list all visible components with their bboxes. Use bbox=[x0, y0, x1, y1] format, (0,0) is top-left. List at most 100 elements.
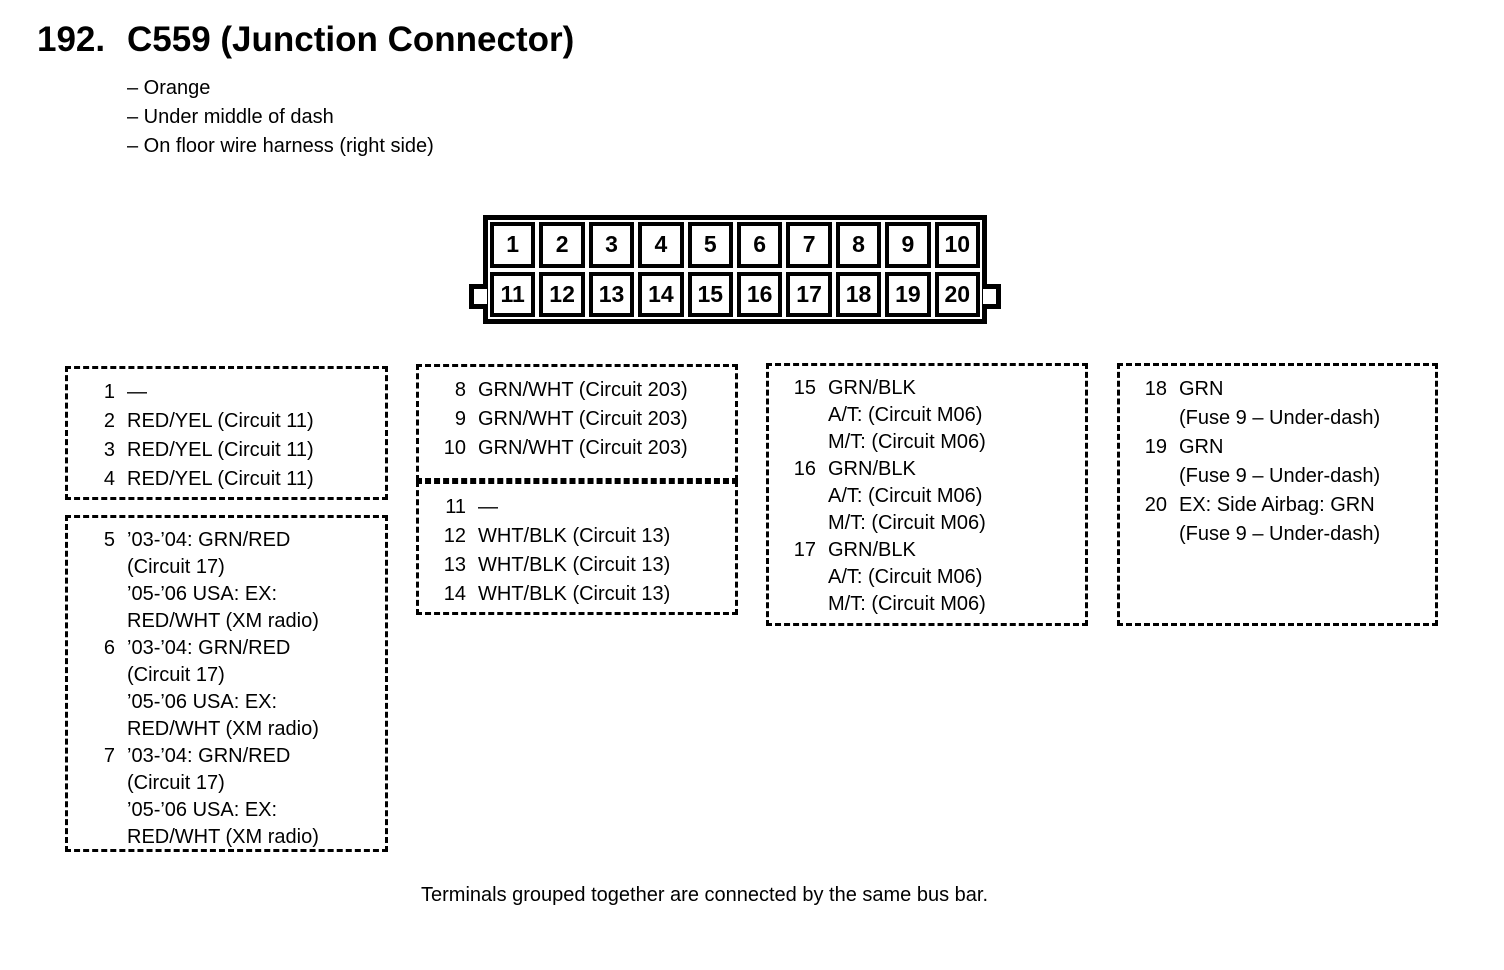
pin-wire-line: (Circuit 17) bbox=[127, 772, 225, 794]
pin-wire-line: RED/YEL (Circuit 11) bbox=[127, 439, 314, 461]
connector-pin-19: 19 bbox=[885, 271, 931, 317]
pin-row: 1— bbox=[81, 378, 381, 407]
pin-wire-line: (Circuit 17) bbox=[127, 556, 225, 578]
pin-number: 13 bbox=[443, 554, 466, 576]
pin-row: 2 RED/YEL (Circuit 11) bbox=[81, 407, 381, 436]
pin-wire-line: ’05-’06 USA: EX: bbox=[127, 691, 278, 713]
pin-description: — bbox=[478, 493, 731, 522]
pin-wire-line: M/T: (Circuit M06) bbox=[828, 431, 986, 453]
pin-description: GRN/WHT (Circuit 203) bbox=[478, 405, 731, 434]
connector-pin-14: 14 bbox=[638, 271, 684, 317]
pin-row: 12 WHT/BLK (Circuit 13) bbox=[432, 522, 731, 551]
pin-number: 6 bbox=[103, 637, 115, 659]
pin-wire-line: WHT/BLK (Circuit 13) bbox=[478, 525, 671, 547]
pin-number: 5 bbox=[103, 529, 115, 551]
pin-row: 7 ’03-’04: GRN/RED (Circuit 17) ’05-’06 USA… bbox=[81, 743, 381, 851]
pin-number: 9 bbox=[454, 408, 466, 430]
pin-description: WHT/BLK (Circuit 13) bbox=[478, 522, 731, 551]
note-color: – Orange bbox=[127, 77, 211, 99]
connector-pin-8: 8 bbox=[835, 222, 882, 268]
pin-number: 3 bbox=[103, 439, 115, 461]
pin-wire-line: RED/YEL (Circuit 11) bbox=[127, 468, 314, 490]
pin-number: 19 bbox=[1144, 436, 1167, 458]
pin-wire-line: A/T: (Circuit M06) bbox=[828, 566, 983, 588]
pin-wire-line: ’05-’06 USA: EX: bbox=[127, 799, 278, 821]
pin-description: GRN/BLK A/T: (Circuit M06) M/T: (Circuit M… bbox=[828, 537, 1081, 618]
connector-pin-7: 7 bbox=[786, 222, 832, 268]
pin-description: GRN (Fuse 9 – Under-dash) bbox=[1179, 375, 1431, 433]
connector-pin-6: 6 bbox=[737, 222, 783, 268]
connector-pin-2: 2 bbox=[539, 222, 585, 268]
pin-description: RED/YEL (Circuit 11) bbox=[127, 436, 381, 465]
pin-wire-line: M/T: (Circuit M06) bbox=[828, 593, 986, 615]
pin-wire-line: WHT/BLK (Circuit 13) bbox=[478, 583, 671, 605]
pin-wire-line: GRN/WHT (Circuit 203) bbox=[478, 437, 688, 459]
pin-number: 11 bbox=[445, 496, 466, 518]
pin-number: 12 bbox=[443, 525, 466, 547]
connector-pin-20: 20 bbox=[934, 271, 980, 317]
pin-wire-line: GRN bbox=[1179, 436, 1224, 458]
pin-row: 10 GRN/WHT (Circuit 203) bbox=[432, 434, 731, 463]
pin-wire-line: A/T: (Circuit M06) bbox=[828, 404, 983, 426]
pin-wire-line: (Fuse 9 – Under-dash) bbox=[1179, 465, 1381, 487]
pin-number: 15 bbox=[793, 377, 816, 399]
pin-wire-line: RED/WHT (XM radio) bbox=[127, 826, 319, 848]
pin-number: 1 bbox=[103, 381, 115, 403]
page-title: C559 (Junction Connector) bbox=[127, 20, 575, 59]
pin-wire-line: GRN/BLK bbox=[828, 539, 916, 561]
connector-pin-18: 18 bbox=[835, 271, 882, 317]
pin-description: GRN/WHT (Circuit 203) bbox=[478, 376, 731, 405]
pin-row: 11 — bbox=[432, 493, 731, 522]
connector-notes: – Orange – Under middle of dash – On flo… bbox=[127, 74, 434, 161]
section-number: 192. bbox=[37, 20, 106, 59]
connector-pin-1: 1 bbox=[490, 222, 536, 268]
connector-pin-11: 11 bbox=[490, 271, 536, 317]
pin-number: 2 bbox=[103, 410, 115, 432]
pin-wire-line: EX: Side Airbag: GRN bbox=[1179, 494, 1375, 516]
pin-description: EX: Side Airbag: GRN(Fuse 9 – Under-dash… bbox=[1179, 491, 1431, 549]
pin-wire-line: RED/YEL (Circuit 11) bbox=[127, 410, 314, 432]
pin-number: 7 bbox=[103, 745, 115, 767]
pin-description: WHT/BLK (Circuit 13) bbox=[478, 580, 731, 609]
pin-wire-line: (Circuit 17) bbox=[127, 664, 225, 686]
connector-pin-17: 17 bbox=[786, 271, 832, 317]
pin-wire-line: (Fuse 9 – Under-dash) bbox=[1179, 407, 1381, 429]
connector-pin-9: 9 bbox=[885, 222, 931, 268]
pin-number: 18 bbox=[1144, 378, 1167, 400]
pin-wire-line: GRN bbox=[1179, 378, 1224, 400]
pin-wire-line: GRN/BLK bbox=[828, 458, 916, 480]
connector-pin-4: 4 bbox=[638, 222, 684, 268]
pin-number: 4 bbox=[103, 468, 115, 490]
connector-right-tab bbox=[983, 284, 1001, 309]
pin-wire-line: A/T: (Circuit M06) bbox=[828, 485, 983, 507]
pin-wire-line: ’03-’04: GRN/RED bbox=[127, 529, 291, 551]
pin-description: ’03-’04: GRN/RED (Circuit 17) ’05-’06 USA:… bbox=[127, 743, 381, 851]
pin-row: 19 GRN (Fuse 9 – Under-dash) bbox=[1133, 433, 1431, 491]
pin-wire-line: GRN/WHT (Circuit 203) bbox=[478, 408, 688, 430]
pin-wire-line: GRN/WHT (Circuit 203) bbox=[478, 379, 688, 401]
connector-pin-13: 13 bbox=[588, 271, 635, 317]
pin-description: ’03-’04: GRN/RED(Circuit 17)’05-’06 USA:… bbox=[127, 527, 381, 635]
pin-wire-line: M/T: (Circuit M06) bbox=[828, 512, 986, 534]
pin-description: GRN/WHT (Circuit 203) bbox=[478, 434, 731, 463]
pin-number: 10 bbox=[443, 437, 466, 459]
pin-description: GRN (Fuse 9 – Under-dash) bbox=[1179, 433, 1431, 491]
pin-group-5-7: 5 ’03-’04: GRN/RED (Circuit 17) ’05-’06 USA… bbox=[65, 515, 388, 852]
pin-wire-line: ’03-’04: GRN/RED bbox=[127, 745, 291, 767]
pin-wire-line: RED/WHT (XM radio) bbox=[127, 610, 319, 632]
pin-row: 4 RED/YEL (Circuit 11) bbox=[81, 465, 381, 494]
pin-row: 18 GRN (Fuse 9 – Under-dash) bbox=[1133, 375, 1431, 433]
